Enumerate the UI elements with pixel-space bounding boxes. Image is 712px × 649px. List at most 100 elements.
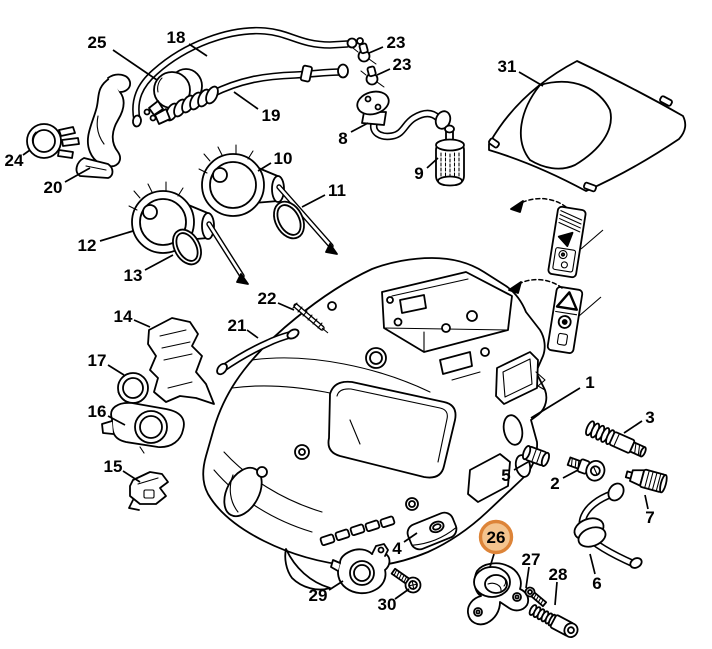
placement-arrow-2 xyxy=(508,278,563,294)
part-17-drawing xyxy=(117,372,149,405)
safety-label-sticker-1 xyxy=(547,205,587,279)
callout-29[interactable]: 29 xyxy=(309,586,328,605)
leader-line-23 xyxy=(368,46,384,54)
part-23b-drawing xyxy=(360,65,385,88)
callout-8[interactable]: 8 xyxy=(338,129,347,148)
callout-10[interactable]: 10 xyxy=(274,149,293,168)
callout-18[interactable]: 18 xyxy=(167,28,186,47)
part-18-drawing xyxy=(132,26,364,128)
callout-13[interactable]: 13 xyxy=(124,266,143,285)
leader-line-25 xyxy=(112,49,158,81)
callout-23[interactable]: 23 xyxy=(393,55,412,74)
part-11-ring-drawing xyxy=(273,200,305,240)
callout-30[interactable]: 30 xyxy=(378,595,397,614)
leader-line-23 xyxy=(376,68,391,76)
leader-line-18 xyxy=(188,43,208,57)
leader-line-4 xyxy=(403,532,418,543)
leader-line-12 xyxy=(99,230,134,242)
leader-line-8 xyxy=(350,122,369,133)
part-5-drawing xyxy=(522,445,550,467)
leader-line-1 xyxy=(530,387,581,419)
callout-4[interactable]: 4 xyxy=(392,539,402,558)
callout-5[interactable]: 5 xyxy=(501,466,510,485)
leader-line-10 xyxy=(257,162,272,172)
placement-arrow-1 xyxy=(510,197,567,213)
callout-20[interactable]: 20 xyxy=(44,178,63,197)
part-20-drawing xyxy=(75,73,132,179)
part-4-drawing xyxy=(406,511,458,551)
leader-line-24 xyxy=(22,149,31,156)
leader-line-20 xyxy=(64,167,91,183)
leader-line-14 xyxy=(133,319,151,328)
part-7-drawing xyxy=(624,468,668,494)
callout-21[interactable]: 21 xyxy=(228,316,247,335)
callout-14[interactable]: 14 xyxy=(114,307,133,326)
callout-3[interactable]: 3 xyxy=(645,408,654,427)
leader-line-7 xyxy=(644,494,649,510)
highlight-circle-26[interactable] xyxy=(478,519,514,555)
part-9-drawing xyxy=(435,124,465,187)
leader-line-19 xyxy=(233,91,259,110)
callout-27[interactable]: 27 xyxy=(522,550,541,569)
callout-6[interactable]: 6 xyxy=(592,574,601,593)
leader-line-16 xyxy=(107,415,126,426)
callout-11[interactable]: 11 xyxy=(328,181,346,200)
leader-line-15 xyxy=(122,470,141,483)
part-24-drawing xyxy=(26,123,80,159)
part-27-drawing xyxy=(524,586,548,608)
leader-line-9 xyxy=(426,157,439,169)
leader-line-2 xyxy=(562,469,579,479)
part-8-drawing xyxy=(356,90,452,141)
part-29-drawing xyxy=(330,543,391,595)
callout-25[interactable]: 25 xyxy=(88,33,107,52)
callout-1[interactable]: 1 xyxy=(585,373,594,392)
leader-line-30 xyxy=(394,588,410,600)
part-22-drawing xyxy=(292,302,329,334)
part-6-drawing xyxy=(573,482,643,569)
part-10-drawing xyxy=(198,144,338,255)
callout-24[interactable]: 24 xyxy=(5,151,24,170)
part-21-drawing xyxy=(216,328,300,376)
part-15-drawing xyxy=(128,471,169,511)
callout-2[interactable]: 2 xyxy=(550,474,559,493)
part-3-drawing xyxy=(585,420,647,458)
part-31-drawing xyxy=(488,60,687,193)
leader-line-22 xyxy=(277,302,295,311)
part-12-drawing xyxy=(128,181,249,285)
callout-7[interactable]: 7 xyxy=(645,508,654,527)
callout-28[interactable]: 28 xyxy=(549,565,568,584)
callout-31[interactable]: 31 xyxy=(498,57,517,76)
part-16-drawing xyxy=(101,402,185,454)
callout-15[interactable]: 15 xyxy=(104,457,123,476)
part-2-drawing xyxy=(566,456,606,482)
callout-19[interactable]: 19 xyxy=(262,106,281,125)
part-28-drawing xyxy=(528,604,579,638)
callout-22[interactable]: 22 xyxy=(258,289,277,308)
part-26-drawing xyxy=(467,562,530,626)
part-19-drawing xyxy=(149,63,349,125)
part-14-drawing xyxy=(147,317,215,405)
callout-17[interactable]: 17 xyxy=(88,351,107,370)
leader-line-29 xyxy=(328,580,344,591)
leader-line-11 xyxy=(301,194,326,208)
leader-line-31 xyxy=(518,71,544,87)
leader-line-13 xyxy=(144,254,174,271)
callout-12[interactable]: 12 xyxy=(78,236,97,255)
callout-9[interactable]: 9 xyxy=(414,164,423,183)
leader-line-6 xyxy=(589,553,596,575)
diagram-artwork xyxy=(26,26,687,638)
callout-26[interactable]: 26 xyxy=(487,528,506,547)
callout-23[interactable]: 23 xyxy=(387,33,406,52)
safety-label-sticker-2 xyxy=(546,286,584,354)
leader-line-17 xyxy=(107,364,125,376)
leader-line-28 xyxy=(554,581,558,606)
callout-16[interactable]: 16 xyxy=(88,402,107,421)
part-30-drawing xyxy=(390,567,422,594)
leader-line-21 xyxy=(246,329,259,339)
leader-line-3 xyxy=(623,420,643,434)
part-13-ring-drawing xyxy=(172,228,202,266)
leader-line-27 xyxy=(525,566,530,589)
